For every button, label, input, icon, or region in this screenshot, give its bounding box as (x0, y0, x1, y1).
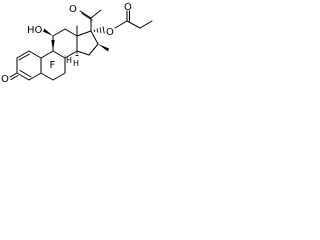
ring-a (16, 50, 42, 81)
methyl-c10 (51, 40, 55, 51)
ring-b (40, 50, 66, 81)
ester-hash-bond (93, 26, 105, 34)
ring-d (76, 30, 99, 56)
hydroxyl-wedge (43, 28, 53, 36)
fluoro-label: F (50, 60, 56, 71)
h14-label: H (73, 59, 79, 68)
ketone-group (9, 72, 19, 80)
h14-hash-bond (75, 52, 79, 56)
acetyl-oxygen-label: O (69, 4, 77, 15)
ketone-oxygen-label: O (1, 74, 9, 85)
steroid-structure: HO F O H H O O O (1, 2, 153, 85)
acetyl-group (79, 9, 102, 32)
ester-oxygen-label: O (106, 27, 114, 38)
ester-carbonyl-oxygen-label: O (124, 2, 132, 13)
molecule-diagram: HO F O H H O O O (0, 0, 184, 113)
methyl-c16-wedge (98, 44, 109, 52)
propanoate-chain (114, 10, 153, 29)
h8-label: H (66, 56, 72, 65)
hydroxyl-label: HO (27, 25, 43, 36)
